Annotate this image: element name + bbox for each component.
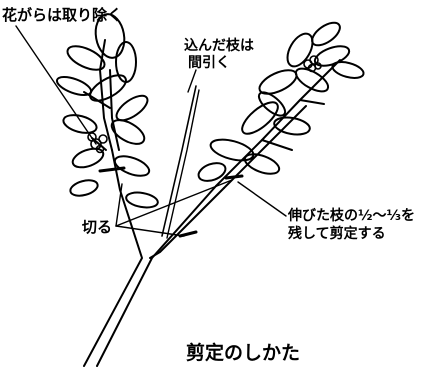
label-leave-and-prune-line1: 伸びた枝の½～⅓を: [288, 208, 415, 224]
diagram-caption: 剪定のしかた: [186, 342, 301, 364]
flower-bud-cluster: [303, 55, 322, 73]
label-thin-crowded-branches-line1: 込んだ枝は: [184, 38, 254, 54]
spent-flower-cluster: [87, 132, 108, 154]
leader-lines: [15, 25, 287, 237]
leaves: [55, 13, 365, 209]
label-remove-spent-flowers: 花がらは取り除く: [2, 6, 123, 24]
cut-marks: [98, 166, 244, 238]
label-thin-crowded-branches-line2: 間引く: [188, 55, 230, 71]
label-cut: 切る: [82, 218, 113, 236]
label-leave-and-prune-line2: 残して剪定する: [288, 226, 386, 242]
